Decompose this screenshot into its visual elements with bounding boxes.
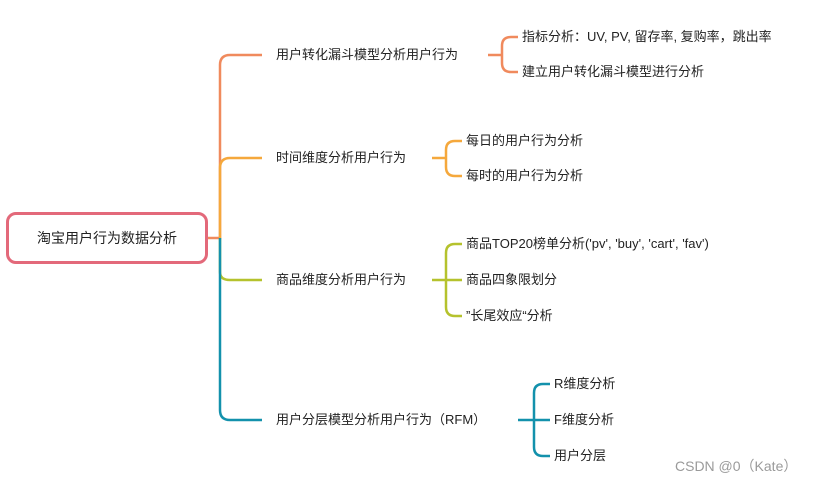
branch-3-child-1[interactable]: 商品TOP20榜单分析('pv', 'buy', 'cart', 'fav') (466, 236, 709, 251)
branch-2-label[interactable]: 时间维度分析用户行为 (276, 150, 407, 165)
connector-branch-1-children (488, 35, 518, 74)
watermark: CSDN @0（Kate） (675, 458, 798, 474)
branch-4-label[interactable]: 用户分层模型分析用户行为（RFM） (276, 412, 487, 427)
branch-3-child-3[interactable]: ”长尾效应“分析 (466, 308, 553, 323)
connector-root-branch-2 (218, 156, 262, 238)
branch-2-child-2[interactable]: 每时的用户行为分析 (466, 168, 584, 183)
branch-3-child-2[interactable]: 商品四象限划分 (466, 272, 558, 287)
connector-root-branch-1 (208, 53, 262, 240)
branch-2-child-1[interactable]: 每日的用户行为分析 (466, 133, 584, 148)
connector-branch-4-children (518, 382, 550, 458)
branch-1-label[interactable]: 用户转化漏斗模型分析用户行为 (276, 47, 459, 62)
root-node[interactable]: 淘宝用户行为数据分析 (6, 212, 208, 264)
connector-root-branch-4 (218, 238, 262, 422)
branch-3-label[interactable]: 商品维度分析用户行为 (276, 272, 407, 287)
branch-1-child-2[interactable]: 建立用户转化漏斗模型进行分析 (522, 64, 705, 79)
connector-branch-2-children (432, 139, 462, 178)
connector-branch-3-children (432, 242, 462, 318)
branch-4-child-3[interactable]: 用户分层 (554, 448, 607, 463)
connector-root-branch-3 (218, 238, 262, 282)
branch-1-child-1[interactable]: 指标分析：UV, PV, 留存率, 复购率，跳出率 (522, 29, 772, 44)
branch-4-child-2[interactable]: F维度分析 (554, 412, 614, 427)
root-node-label: 淘宝用户行为数据分析 (37, 230, 177, 246)
branch-4-child-1[interactable]: R维度分析 (554, 376, 616, 391)
